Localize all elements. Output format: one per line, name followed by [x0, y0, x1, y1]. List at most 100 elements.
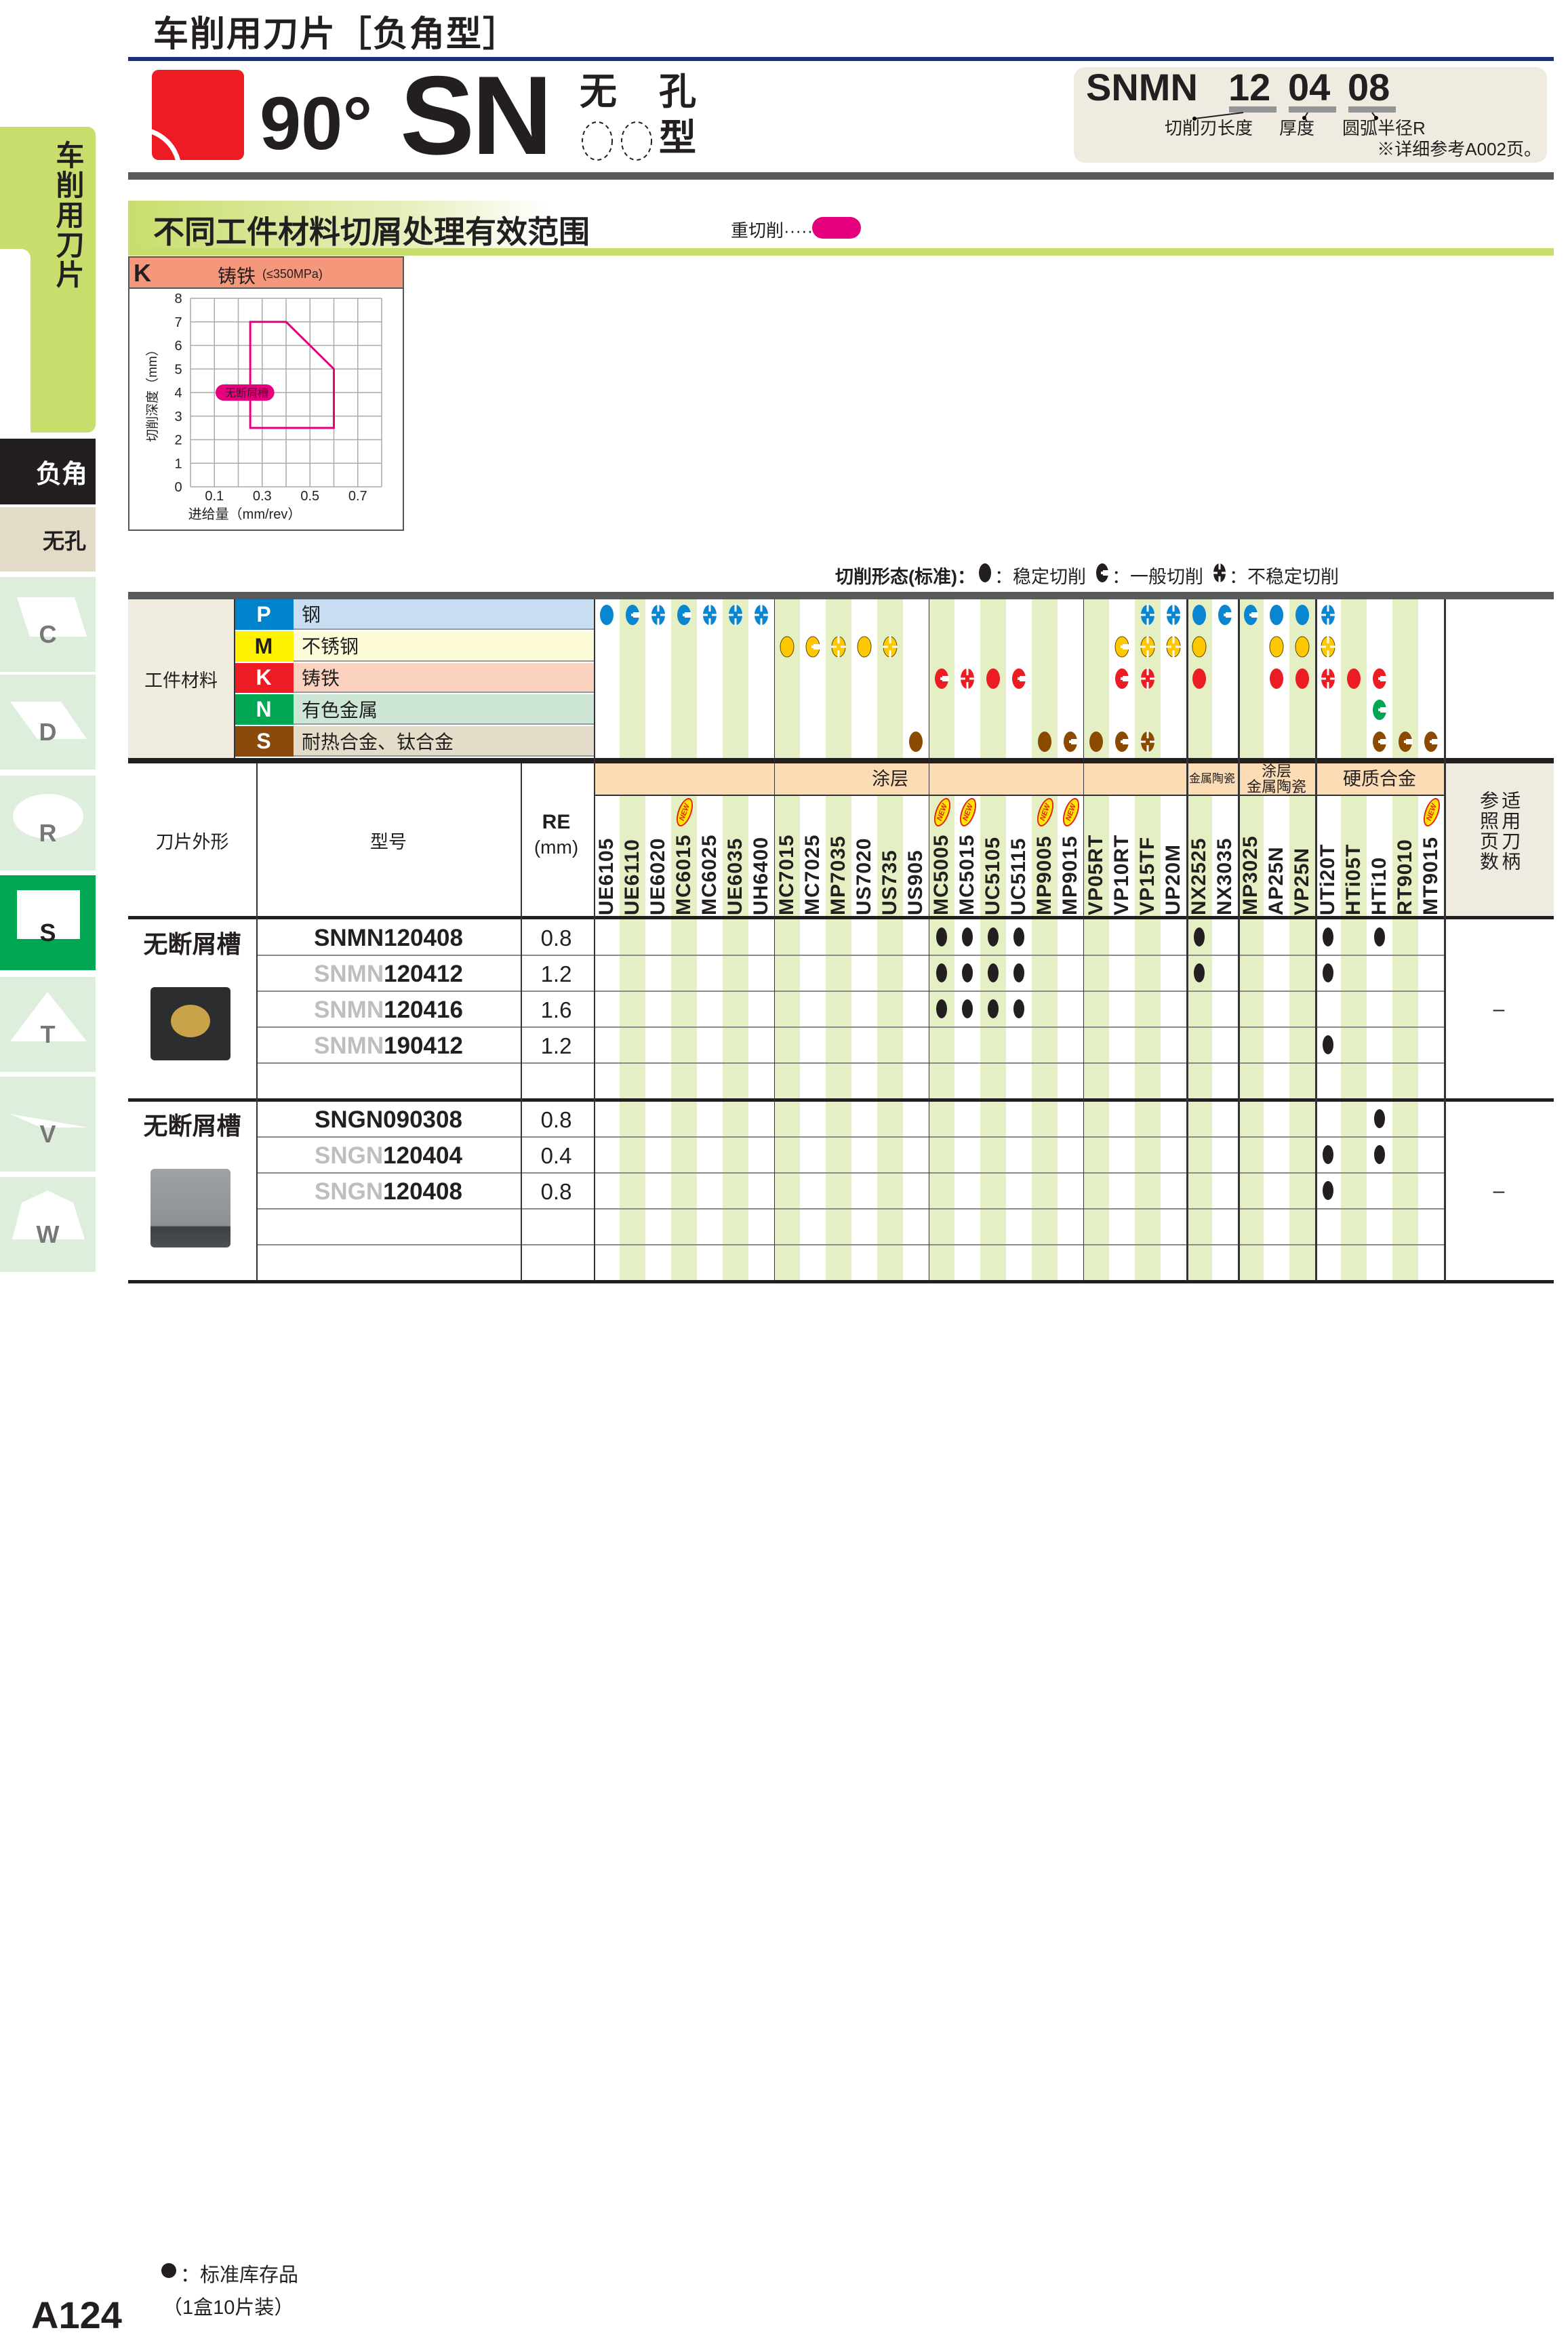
stock-dot: [1193, 963, 1205, 983]
x-tick-label: 0.3: [253, 489, 272, 504]
y-tick-label: 3: [174, 410, 182, 424]
row-line: [256, 1136, 1444, 1138]
material-name: 有色金属: [294, 694, 594, 725]
grade-column-stripe: [1289, 599, 1315, 1281]
grade-name: UE6020: [647, 837, 669, 915]
heavy-cut-label: 重切削·····: [731, 220, 813, 241]
stock-dot: [1013, 963, 1025, 983]
code-label-radius: 圆弧半径R: [1342, 118, 1426, 138]
grade-column-stripe: [1032, 599, 1058, 1281]
unstable-cut-icon: [1321, 604, 1335, 626]
grade-name: NX2525: [1188, 837, 1210, 915]
material-name: 不锈钢: [294, 631, 594, 662]
stable-cut-icon: [1295, 636, 1310, 658]
grade-name: RT9010: [1394, 839, 1416, 915]
grade-name: VP15TF: [1136, 836, 1159, 915]
model-prefix: SNMN: [314, 961, 384, 987]
grade-name: MC7025: [801, 834, 824, 915]
grade-column-stripe: [620, 599, 645, 1281]
sidebar-shape-v[interactable]: V: [0, 1077, 96, 1172]
grade-column-stripe: [723, 599, 748, 1281]
model-size: 120408: [384, 925, 463, 951]
x-tick-label: 0.5: [300, 489, 319, 504]
stock-dot: [1322, 927, 1334, 947]
stable-cut-icon: [986, 668, 1001, 690]
sidebar-shape-c[interactable]: C: [0, 577, 96, 672]
clearance-angle: 90°: [260, 82, 373, 165]
column-line: [1238, 599, 1240, 1281]
general-cut-icon: [1114, 636, 1138, 658]
insert-shape-icon: [12, 1191, 85, 1239]
column-line: [521, 763, 522, 1281]
code-explanation-box: SNMN 12 04 08 切削刃长度 厚度 圆弧半径R ※详细参考A002页。: [1074, 67, 1547, 163]
grade-name: HTi05T: [1342, 843, 1365, 915]
general-cut-icon: [805, 636, 828, 658]
sidebar-shape-s[interactable]: S: [0, 875, 96, 970]
model-size: 190412: [384, 1033, 463, 1059]
sidebar-shape-t[interactable]: T: [0, 977, 96, 1072]
column-line: [234, 599, 235, 758]
legend-stable: ：稳定切削: [994, 566, 1086, 587]
sidebar-shape-d[interactable]: D: [0, 675, 96, 770]
grade-group-header: 涂层: [594, 763, 1186, 796]
re-value: 0.8: [540, 1179, 572, 1204]
general-cut-icon: [1095, 563, 1117, 588]
model-prefix: SNMN: [314, 1033, 384, 1059]
sidebar-category-tab[interactable]: 车削用刀片: [0, 127, 96, 433]
stable-cut-icon: [599, 604, 614, 626]
unstable-cut-icon: [1140, 604, 1155, 626]
holder-ref-value: –: [1493, 1179, 1505, 1202]
grade-name: MC6015: [672, 834, 695, 915]
unstable-cut-icon: [1321, 635, 1335, 658]
insert-hole-mark: [171, 1005, 210, 1037]
insert-shape-icon: [17, 890, 80, 939]
heavy-cut-indicator: [812, 217, 861, 239]
sidebar-shape-label: T: [40, 1020, 56, 1048]
model-size: 120404: [383, 1142, 462, 1169]
stock-dot: [961, 963, 973, 983]
stock-dot: [987, 927, 999, 947]
chipbreaker-label: 无断屑槽: [143, 1112, 241, 1140]
grade-column-stripe: [826, 599, 851, 1281]
unstable-cut-icon: [1166, 604, 1181, 626]
material-name: 耐热合金、钛合金: [294, 726, 594, 757]
sidebar-shape-r[interactable]: R: [0, 776, 96, 871]
grade-name: VP25N: [1291, 847, 1313, 915]
table-divider: [128, 758, 1554, 763]
grade-name: MP3025: [1239, 835, 1262, 915]
grade-column-stripe: [1392, 599, 1418, 1281]
grade-name: VP05RT: [1085, 834, 1107, 915]
grade-name: NX3035: [1213, 837, 1236, 915]
stable-cut-icon: [1037, 731, 1052, 753]
sidebar-angle-tab[interactable]: 负角: [0, 439, 96, 504]
sidebar-category-label: 车削用刀片: [52, 140, 84, 289]
grade-name: MC5015: [956, 834, 978, 915]
column-line: [1186, 599, 1188, 1281]
insert-shape-icon: [10, 702, 87, 739]
holder-ref-header: 适用刀柄参照页数: [1478, 791, 1521, 872]
row-line: [256, 991, 1444, 992]
grade-name: UH6400: [750, 836, 772, 915]
grade-name: UP20M: [1162, 843, 1184, 915]
material-letter-m: M: [234, 631, 294, 662]
unstable-cut-icon: [651, 604, 666, 626]
sidebar-shape-w[interactable]: W: [0, 1177, 96, 1272]
grade-name: MP9015: [1059, 835, 1081, 915]
unstable-cut-icon: [728, 604, 743, 626]
stock-dot: [1322, 963, 1334, 983]
unstable-cut-icon: [1140, 667, 1155, 690]
sidebar-hole-tab[interactable]: 无孔: [0, 507, 96, 572]
insert-shape-icon: [10, 1114, 88, 1127]
new-badge: NEW: [1420, 795, 1443, 829]
model-prefix: SNGN: [315, 1106, 384, 1133]
table-top-bar: [128, 592, 1554, 599]
title-rule: [128, 57, 1554, 61]
re-value: 0.8: [540, 1107, 572, 1132]
grade-name: US7020: [853, 837, 875, 915]
model-number: SNGN120404: [256, 1142, 521, 1170]
sidebar-shape-label: S: [39, 919, 56, 946]
stock-dot-icon: [161, 2263, 176, 2278]
x-tick-label: 0.7: [348, 489, 367, 504]
stock-dot: [936, 927, 948, 947]
